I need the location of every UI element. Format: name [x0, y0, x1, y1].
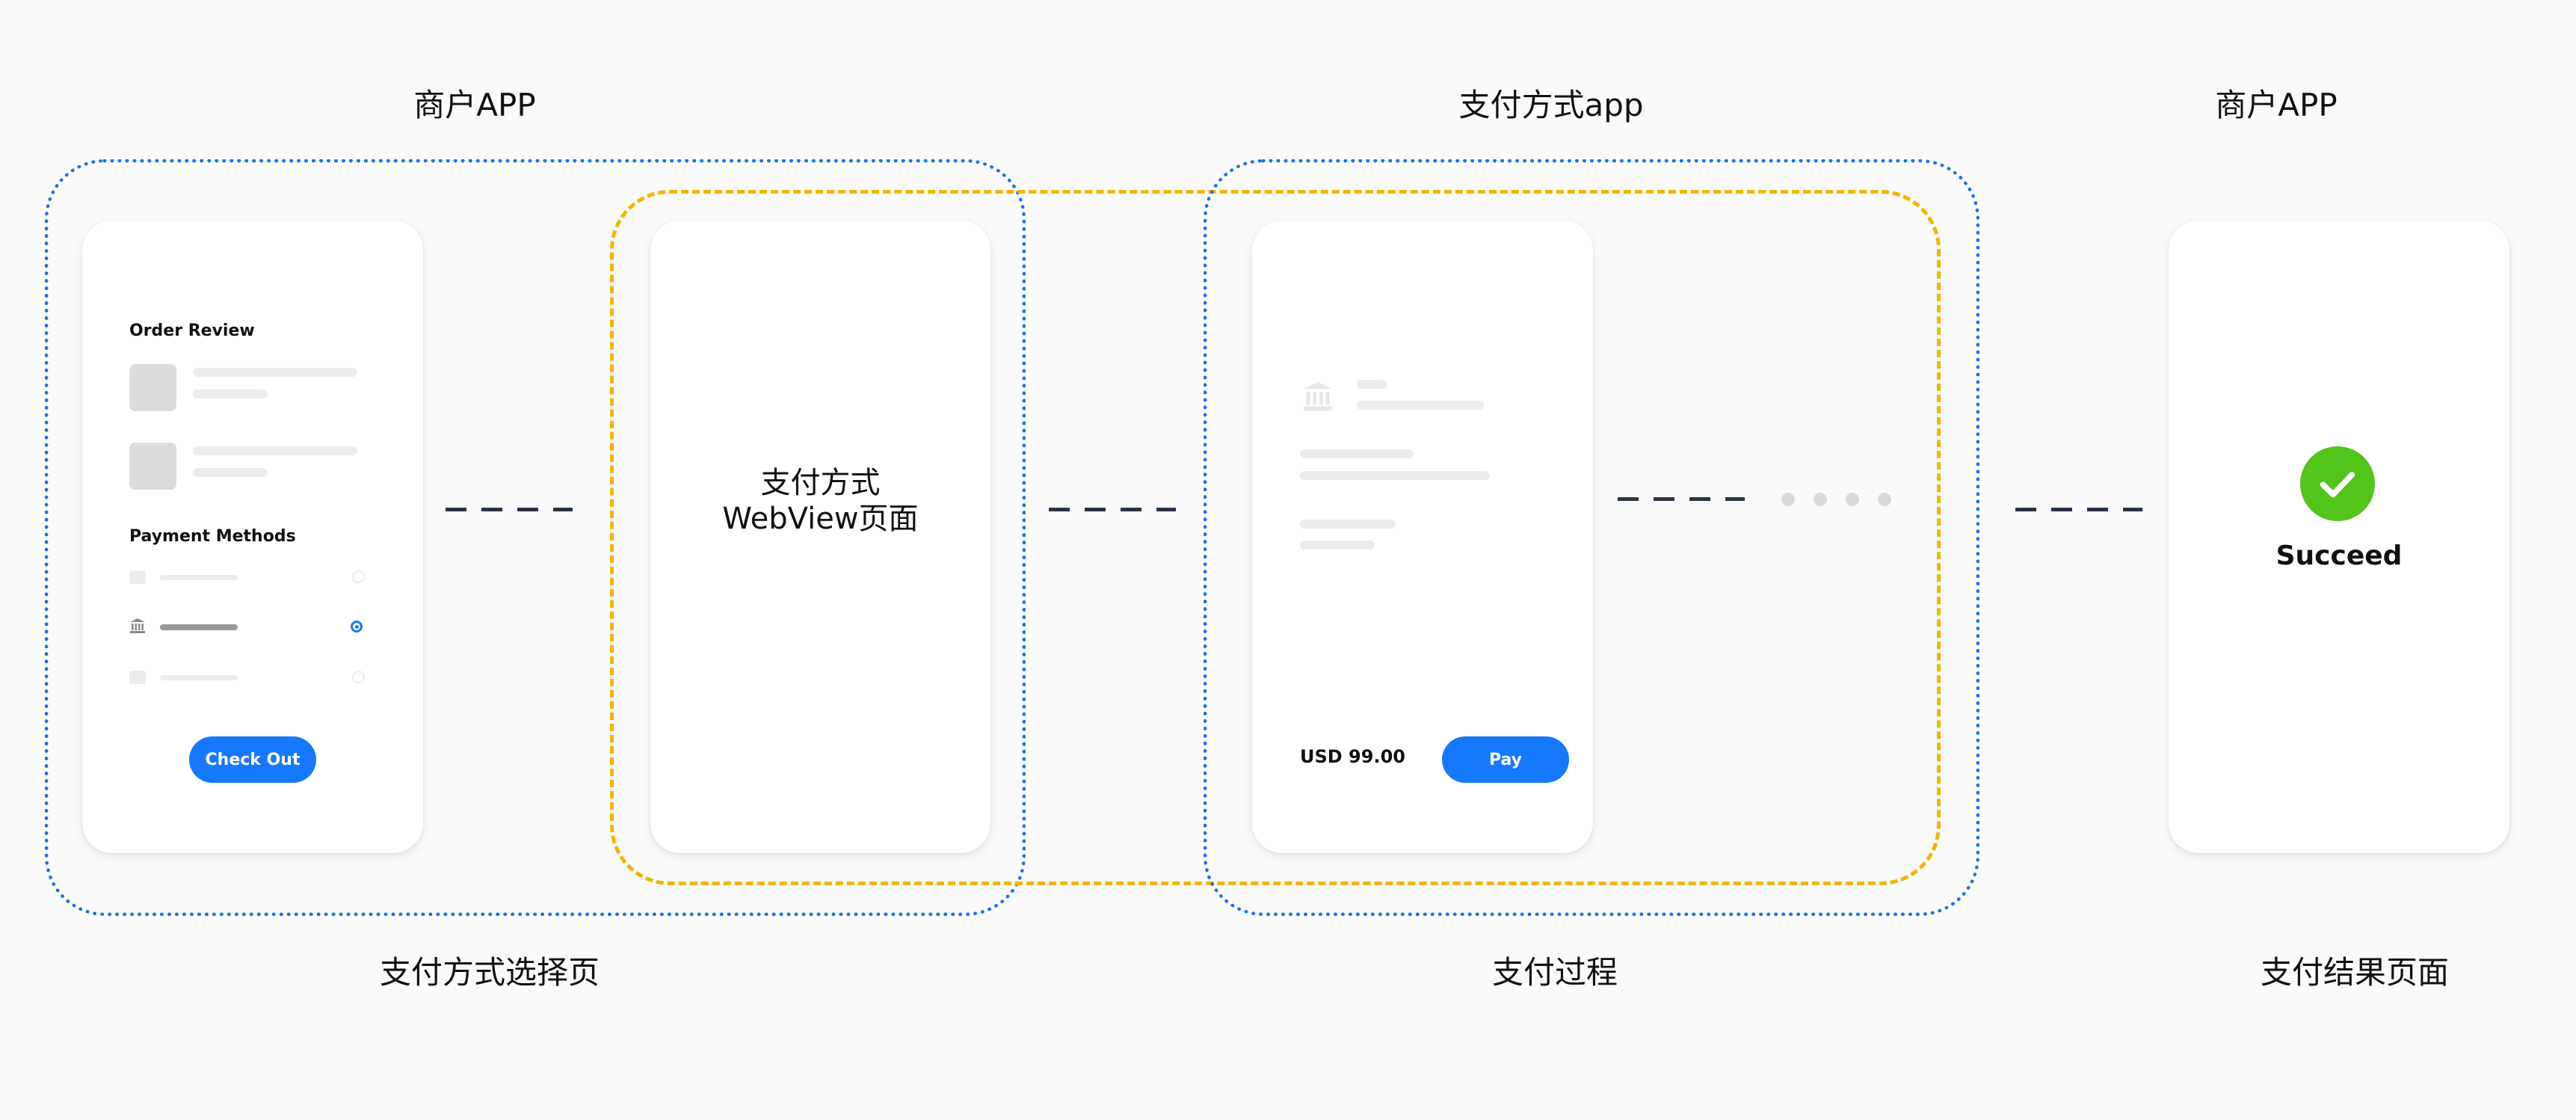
- loading-dot: [1878, 493, 1891, 506]
- radio-selected-icon[interactable]: [351, 621, 363, 633]
- product-line: [193, 468, 268, 477]
- bank-icon: [1303, 381, 1333, 411]
- order-review-title: Order Review: [129, 321, 255, 340]
- flow-connector: [1049, 508, 1176, 511]
- webview-title-line1: 支付方式: [760, 466, 881, 500]
- loading-dot: [1781, 493, 1795, 506]
- webview-screen: 支付方式 WebView页面: [650, 221, 990, 853]
- label-result-page: 支付结果页面: [2260, 954, 2449, 991]
- loading-dot: [1814, 493, 1827, 506]
- label-payment-method-app: 支付方式app: [1458, 87, 1644, 123]
- method-line[interactable]: [160, 675, 238, 680]
- payment-methods-title: Payment Methods: [129, 527, 296, 546]
- radio-icon[interactable]: [352, 671, 365, 683]
- label-selection-page: 支付方式选择页: [379, 954, 600, 991]
- card-icon: [129, 671, 146, 684]
- label-merchant-app-left: 商户APP: [413, 87, 536, 123]
- payment-app-region: [1204, 159, 1979, 916]
- placeholder-line: [1300, 520, 1396, 529]
- placeholder-line: [1300, 471, 1490, 480]
- result-screen: Succeed: [2169, 221, 2509, 853]
- amount-text: USD 99.00: [1300, 746, 1405, 767]
- card-icon: [129, 570, 146, 584]
- product-line: [193, 368, 357, 377]
- loading-dot: [1846, 493, 1859, 506]
- flow-connector: [446, 508, 573, 511]
- product-thumbnail: [129, 443, 176, 490]
- label-merchant-app-right: 商户APP: [2215, 87, 2338, 123]
- webview-title: 支付方式 WebView页面: [650, 465, 990, 537]
- flow-connector: [2015, 508, 2142, 511]
- webview-title-line2: WebView页面: [722, 502, 919, 536]
- flow-connector: [1618, 497, 1745, 501]
- placeholder-line: [1300, 541, 1375, 550]
- method-line[interactable]: [160, 575, 238, 580]
- check-icon: [2320, 472, 2355, 498]
- payment-screen: USD 99.00 Pay: [1252, 221, 1593, 853]
- bank-icon: [130, 618, 145, 633]
- radio-icon[interactable]: [352, 570, 365, 583]
- success-badge: [2300, 446, 2375, 521]
- placeholder-line: [1357, 401, 1484, 410]
- webview-region: [610, 190, 1941, 885]
- product-line: [193, 446, 357, 455]
- checkout-screen: Order Review Payment Methods Check Out: [82, 221, 423, 853]
- pay-button[interactable]: Pay: [1442, 736, 1569, 783]
- checkout-button[interactable]: Check Out: [189, 736, 316, 783]
- placeholder-line: [1300, 449, 1414, 458]
- product-line: [193, 390, 268, 399]
- placeholder-line: [1357, 380, 1387, 389]
- label-payment-process: 支付过程: [1491, 954, 1618, 991]
- product-thumbnail: [129, 364, 176, 411]
- status-text: Succeed: [2275, 541, 2403, 571]
- method-line-selected[interactable]: [160, 624, 238, 630]
- merchant-app-region: [45, 159, 1026, 916]
